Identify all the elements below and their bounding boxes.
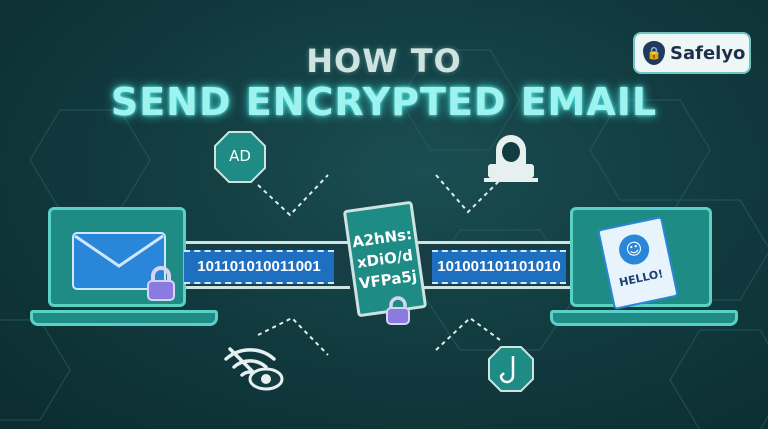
- sender-laptop-base: [30, 310, 218, 326]
- phishing-hook-octagon-icon: [488, 346, 534, 392]
- hacker-icon: [484, 135, 538, 182]
- ad-octagon-icon: [214, 131, 266, 183]
- padlock-icon: [386, 296, 410, 325]
- envelope-icon: [72, 232, 166, 290]
- binary-left: 101101010011001: [184, 250, 334, 284]
- ad-label: AD: [229, 147, 251, 165]
- title-line-2: SEND ENCRYPTED EMAIL: [110, 80, 658, 124]
- smiley-icon: ☺: [616, 231, 652, 268]
- hello-text: HELLO!: [618, 267, 665, 290]
- binary-right: 101001101101010: [432, 250, 566, 284]
- wifi-eye-icon: [224, 347, 284, 391]
- logo-text: Safelyo: [670, 42, 746, 64]
- padlock-icon: [147, 266, 175, 301]
- safelyo-logo: 🔒 Safelyo: [633, 32, 751, 74]
- title-line-1: HOW TO: [306, 42, 462, 80]
- recipient-laptop-base: [550, 310, 738, 326]
- shield-lock-icon: 🔒: [643, 41, 665, 65]
